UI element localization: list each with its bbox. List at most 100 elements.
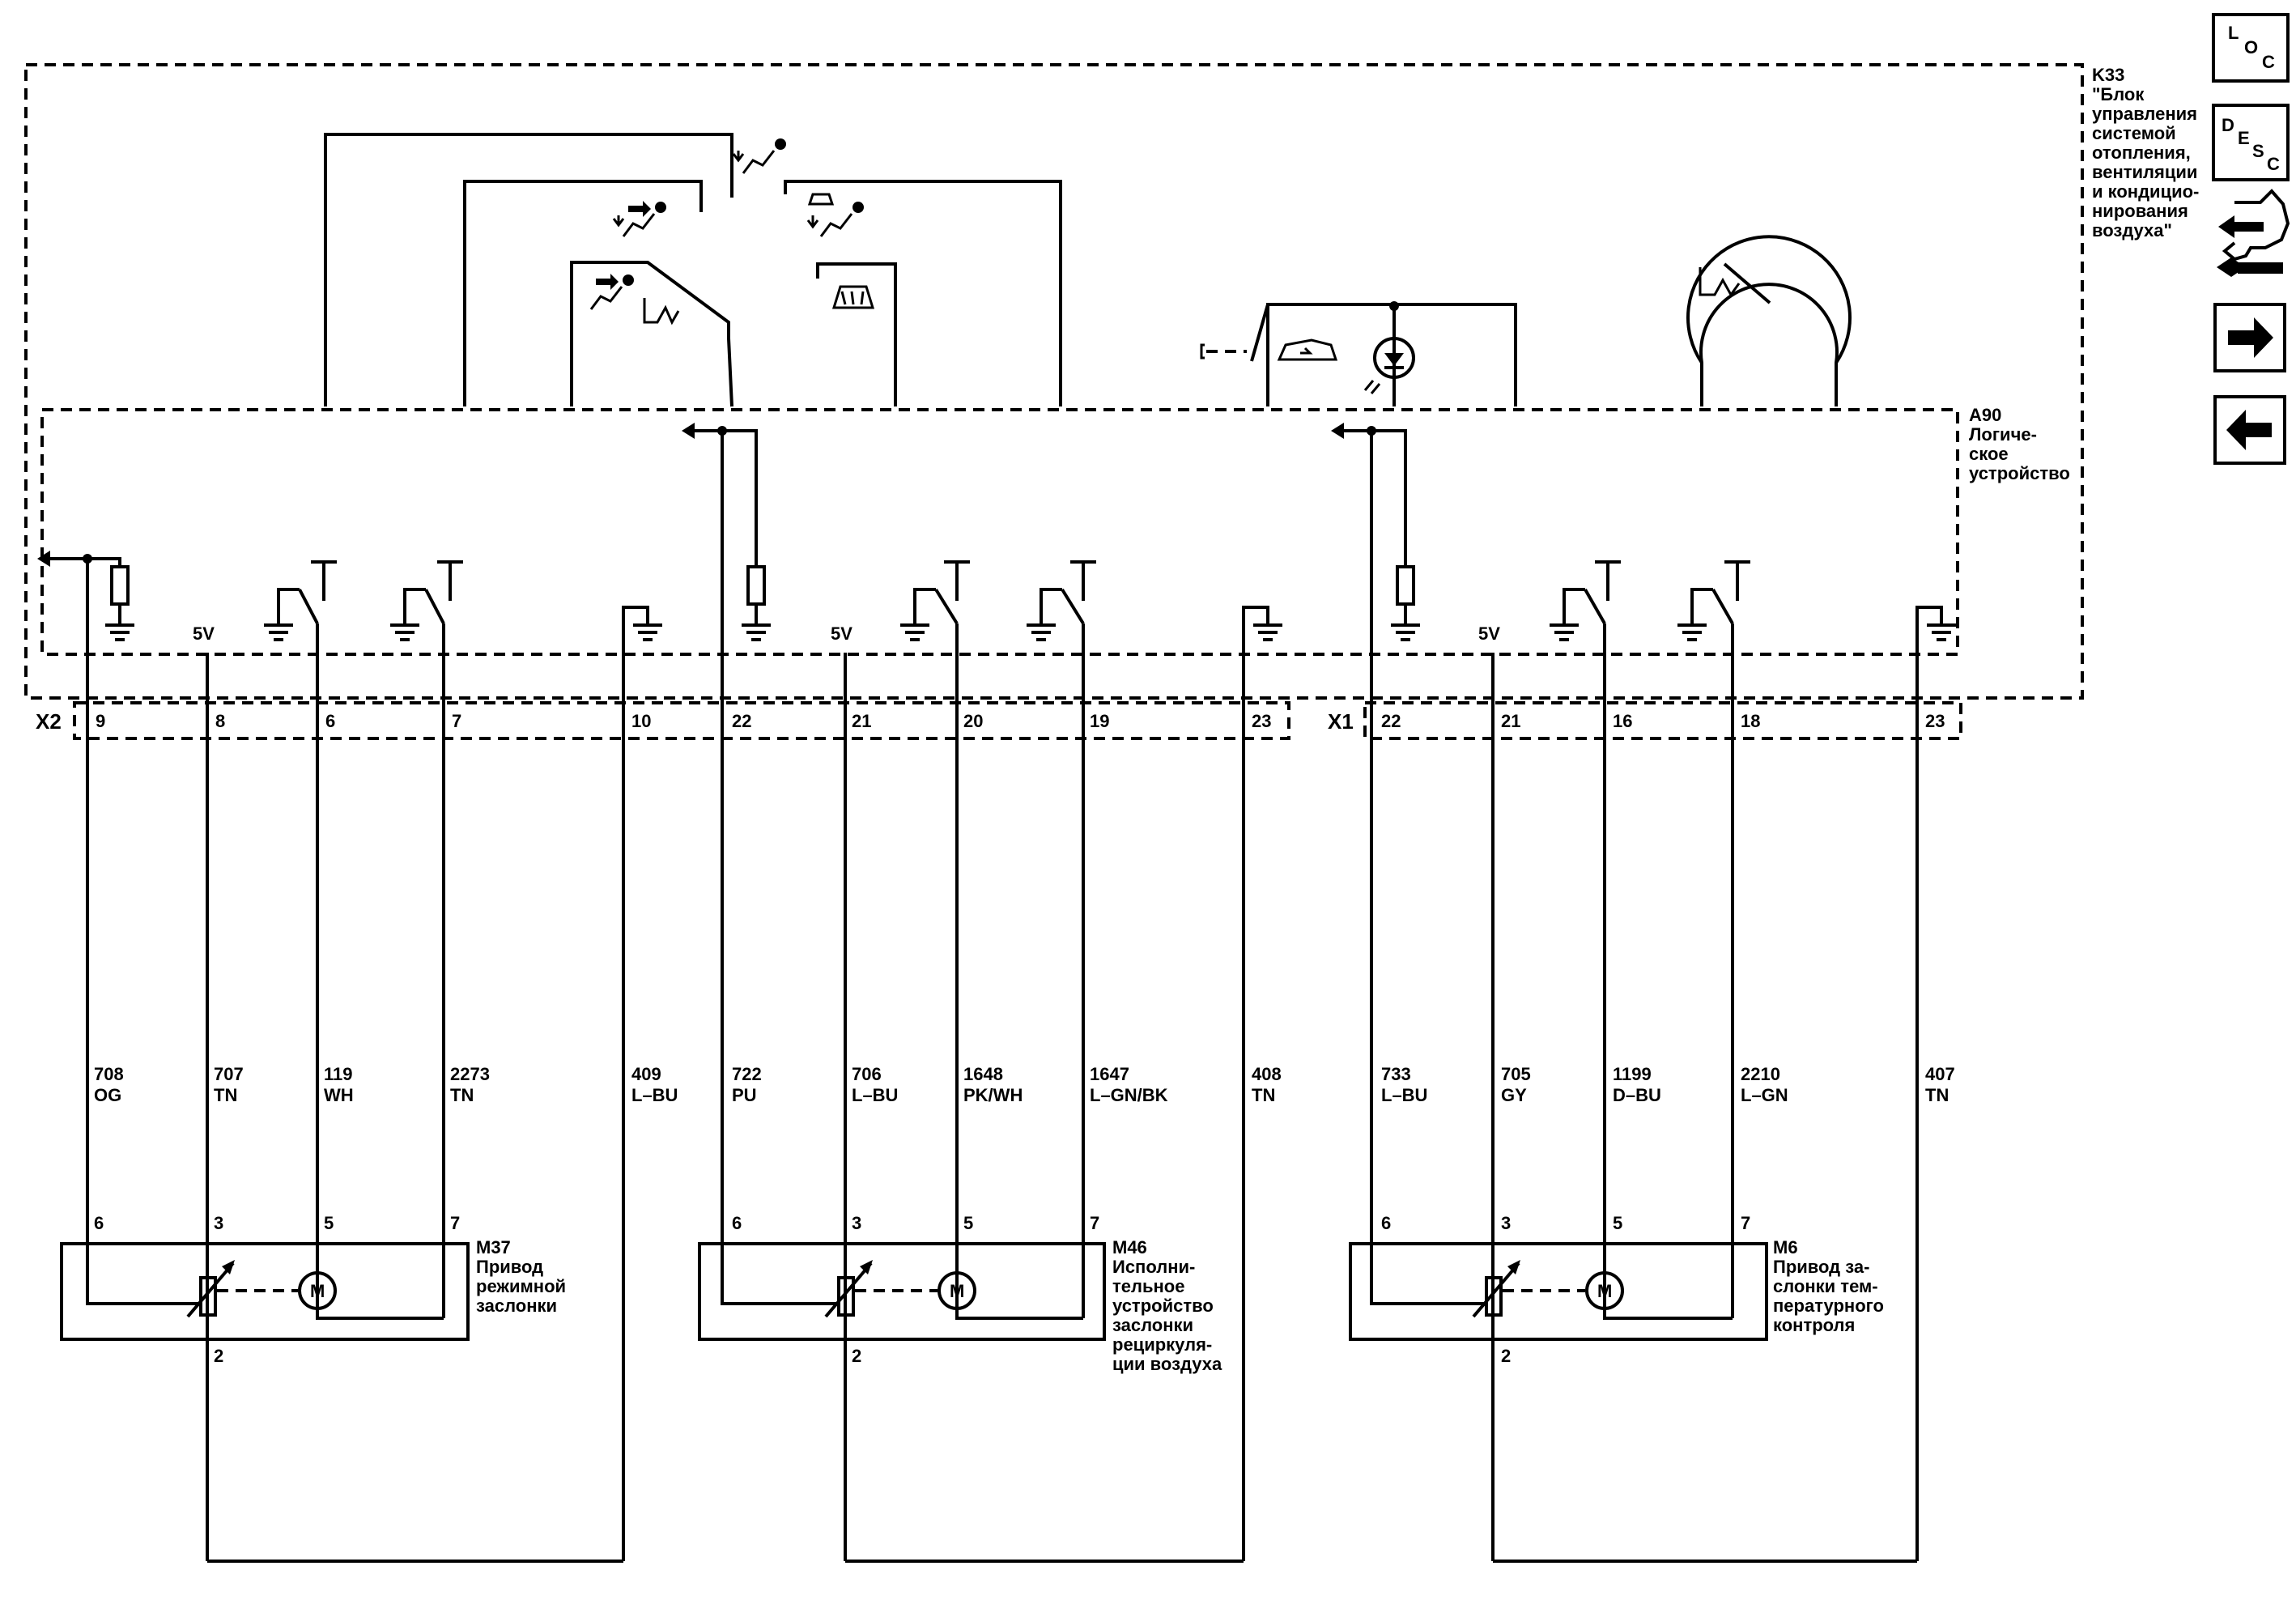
previous-page-icon[interactable] (2213, 395, 2286, 465)
connector-x2-label: X2 (36, 709, 62, 734)
wire-circuit: 722 (732, 1064, 762, 1084)
wire-color: WH (324, 1085, 354, 1105)
actuator-id: M46 (1112, 1237, 1147, 1257)
supply-5v-label: 5V (1478, 623, 1500, 644)
wire-color: GY (1501, 1085, 1527, 1105)
actuator-m46-box (698, 1242, 1106, 1341)
actuator-name-line: Исполни- (1112, 1257, 1195, 1277)
k33-id: K33 (2092, 65, 2124, 85)
desc-button[interactable]: D E S C (2212, 104, 2290, 181)
wire-circuit: 2210 (1741, 1064, 1780, 1084)
wire-circuit: 1199 (1613, 1064, 1652, 1084)
actuator-pin: 5 (1613, 1213, 1622, 1233)
actuator-pin: 7 (1741, 1213, 1750, 1233)
pin-label: 23 (1252, 711, 1271, 731)
wire-circuit: 119 (324, 1064, 353, 1084)
motor-label: M (1597, 1281, 1612, 1301)
actuator-pin: 6 (94, 1213, 104, 1233)
motor-label: M (310, 1281, 325, 1301)
wire-circuit: 705 (1501, 1064, 1531, 1084)
loc-button[interactable]: L O C (2212, 13, 2290, 83)
wire-color: PK/WH (963, 1085, 1023, 1105)
wire-color: OG (94, 1085, 121, 1105)
wire-color: L–BU (631, 1085, 678, 1105)
k33-module-border (24, 63, 2084, 700)
actuator-pin: 7 (1090, 1213, 1099, 1233)
a90-label: A90 Логиче- ское устройство (1969, 405, 2070, 483)
a90-name-line: ское (1969, 444, 2009, 464)
actuator-name-line: Привод за- (1773, 1257, 1869, 1277)
actuator-name-line: ции воздуха (1112, 1354, 1222, 1374)
actuator-name-line: пературного (1773, 1296, 1884, 1316)
wire-color: L–BU (1381, 1085, 1427, 1105)
mode-selector-switch (324, 133, 1062, 407)
actuator-pin: 2 (214, 1346, 223, 1366)
desc-letter: C (2267, 154, 2280, 174)
recirculation-switch (1200, 301, 1517, 406)
pin-label: 21 (852, 711, 871, 731)
k33-name-line: воздуха" (2092, 220, 2172, 240)
actuator-m6-box (1349, 1242, 1768, 1341)
loc-letter: C (2262, 52, 2275, 72)
actuator-name-line: рециркуля- (1112, 1334, 1212, 1355)
k33-name-line: нирования (2092, 201, 2188, 221)
next-page-icon[interactable] (2213, 303, 2286, 372)
connector-x1-label: X1 (1328, 709, 1354, 734)
wire-circuit: 2273 (450, 1064, 490, 1084)
motor-label: M (950, 1281, 964, 1301)
pin-label: 20 (963, 711, 983, 731)
actuator-pin: 3 (852, 1213, 861, 1233)
potentiometer-icon (199, 1276, 217, 1317)
k33-label: K33 "Блок управления системой отопления,… (2092, 65, 2199, 240)
actuator-m37-box (60, 1242, 470, 1341)
connector-end-view-icon[interactable] (2217, 189, 2290, 277)
actuator-name-line: тельное (1112, 1276, 1184, 1296)
k33-name-line: системой (2092, 123, 2176, 143)
pin-label: 21 (1501, 711, 1520, 731)
wire-circuit: 708 (94, 1064, 124, 1084)
pin-label: 10 (631, 711, 651, 731)
pin-label: 18 (1741, 711, 1760, 731)
actuator-name-line: режимной (476, 1276, 566, 1296)
a90-id: A90 (1969, 405, 2001, 425)
defrost-icon (831, 285, 875, 309)
desc-letter: E (2238, 128, 2250, 148)
vent-face-icon (732, 138, 786, 174)
panel-icon (589, 274, 634, 310)
supply-5v-label: 5V (831, 623, 852, 644)
a90-name-line: устройство (1969, 463, 2070, 483)
potentiometer-icon (1485, 1276, 1503, 1317)
wire-color: L–BU (852, 1085, 898, 1105)
actuator-pin: 7 (450, 1213, 460, 1233)
actuator-name-line: заслонки (476, 1296, 557, 1316)
actuator-pin: 6 (1381, 1213, 1391, 1233)
wire-color: L–GN/BK (1090, 1085, 1168, 1105)
loc-letter: L (2228, 23, 2239, 43)
pin-label: 23 (1925, 711, 1945, 731)
wire-color: PU (732, 1085, 757, 1105)
k33-name-line: управления (2092, 104, 2197, 124)
pin-label: 9 (96, 711, 105, 731)
recirc-car-icon (1277, 338, 1338, 361)
wire-circuit: 706 (852, 1064, 882, 1084)
a90-logic-border (40, 408, 1959, 656)
wire-circuit: 1647 (1090, 1064, 1129, 1084)
pin-label: 8 (215, 711, 225, 731)
wire-color: TN (214, 1085, 237, 1105)
actuator-id: M6 (1773, 1237, 1798, 1257)
wire-color: TN (1925, 1085, 1949, 1105)
temp-sensor-icon (643, 298, 680, 326)
circuit-group-m6: 5V 22 21 16 18 23 733 L–BU 705 GY 1199 D… (1331, 423, 1956, 1563)
actuator-name-line: Привод (476, 1257, 543, 1277)
actuator-name-line: устройство (1112, 1296, 1214, 1316)
pin-label: 22 (732, 711, 751, 731)
wire-color: TN (450, 1085, 474, 1105)
actuator-pin: 5 (324, 1213, 334, 1233)
actuator-pin: 3 (1501, 1213, 1511, 1233)
desc-letter: D (2222, 115, 2234, 135)
wire-color: D–BU (1613, 1085, 1661, 1105)
circuit-group-m37: 5V 9 8 6 7 10 708 OG 707 TN 119 WH 2273 … (37, 551, 678, 1563)
supply-5v-label: 5V (193, 623, 215, 644)
defog-floor-icon (806, 193, 864, 237)
actuator-pin: 6 (732, 1213, 742, 1233)
